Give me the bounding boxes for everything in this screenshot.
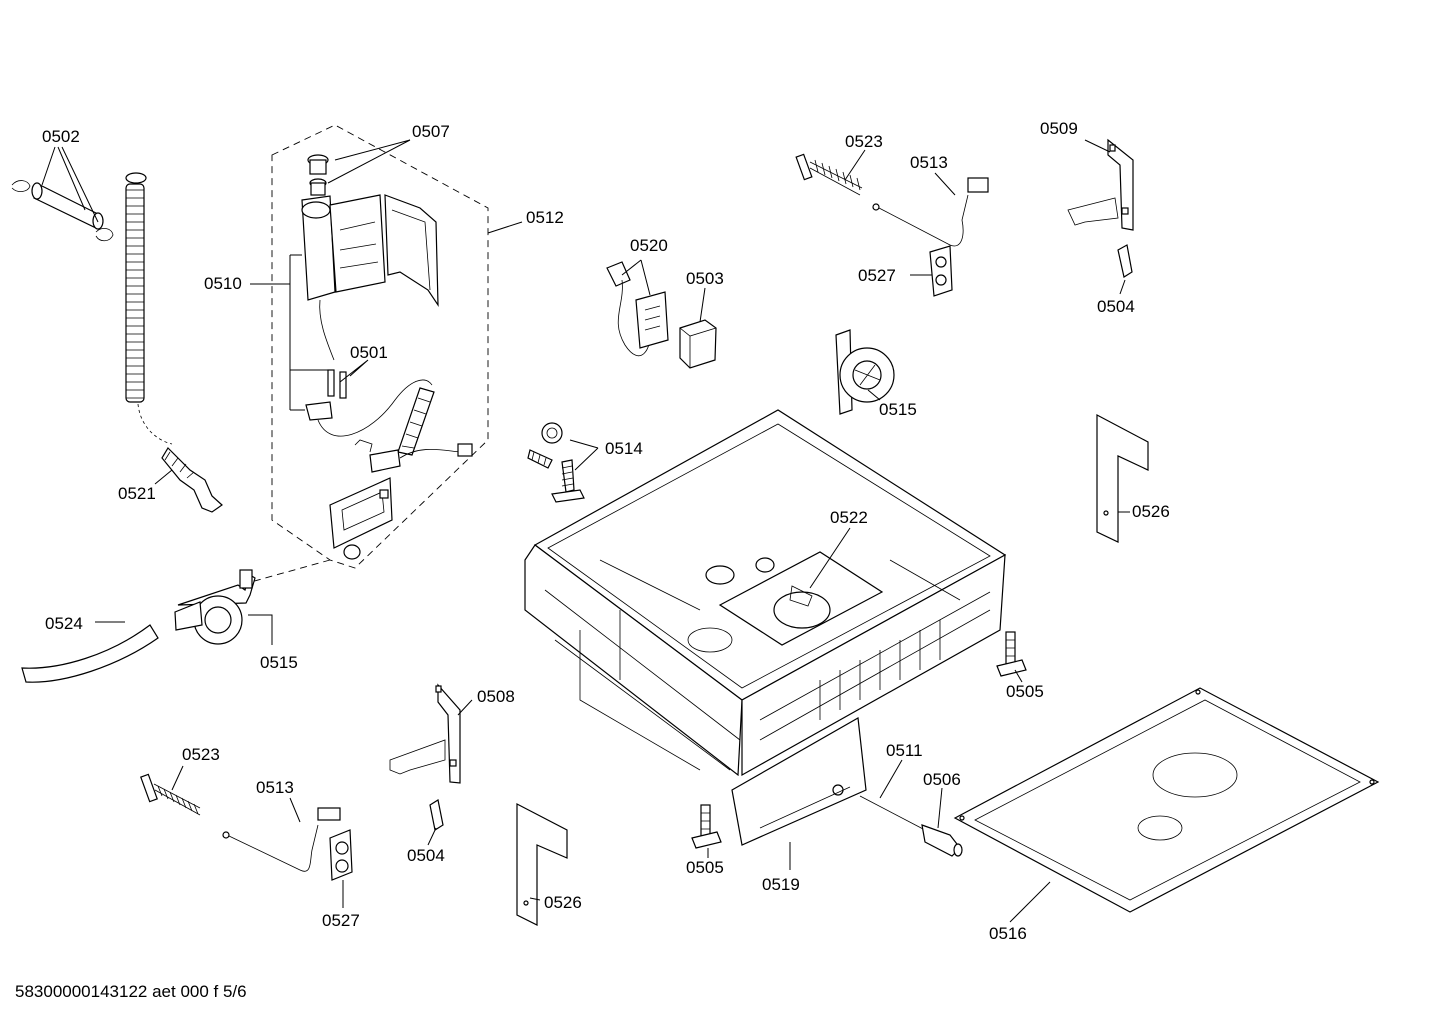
label-0521: 0521 xyxy=(118,484,156,503)
part-0503-connector xyxy=(679,319,717,369)
part-0505-foot-left xyxy=(691,804,722,849)
label-0523-lower: 0523 xyxy=(182,745,220,764)
part-0504-clip-lower xyxy=(429,799,444,831)
label-0504-upper: 0504 xyxy=(1097,297,1135,316)
connection-lines xyxy=(239,559,331,586)
part-0505-foot-right xyxy=(996,631,1027,677)
label-0526-upper: 0526 xyxy=(1132,502,1170,521)
part-0527-holder-upper xyxy=(929,245,953,297)
label-0509: 0509 xyxy=(1040,119,1078,138)
part-0520-cable-with-plug xyxy=(606,261,669,357)
part-0526-angle-bracket-lower xyxy=(516,803,568,926)
label-0527-upper: 0527 xyxy=(858,266,896,285)
label-0506: 0506 xyxy=(923,770,961,789)
drawing-reference-footer: 58300000143122 aet 000 f 5/6 xyxy=(15,982,247,1001)
part-0504-clip-upper xyxy=(1117,244,1133,278)
part-softener-bracket xyxy=(329,477,393,560)
label-0519: 0519 xyxy=(762,875,800,894)
label-0507: 0507 xyxy=(412,122,450,141)
part-0521-corrugated-hose xyxy=(125,172,223,513)
part-0511-cable xyxy=(859,795,926,831)
part-0523-spring-upper xyxy=(795,153,863,196)
label-0527-lower: 0527 xyxy=(322,911,360,930)
part-0513-cable-upper xyxy=(872,177,989,247)
label-0515-left: 0515 xyxy=(260,653,298,672)
label-0516: 0516 xyxy=(989,924,1027,943)
label-0526-lower: 0526 xyxy=(544,893,582,912)
part-0527-holder-lower xyxy=(329,829,353,881)
label-0504-lower: 0504 xyxy=(407,846,445,865)
part-0516-base-plate xyxy=(953,687,1380,913)
part-0519-kick-plate xyxy=(731,717,867,846)
label-0513-lower: 0513 xyxy=(256,778,294,797)
label-0503: 0503 xyxy=(686,269,724,288)
callout-labels: 0502 0507 0512 0510 0501 0521 0524 0515 … xyxy=(42,119,1170,943)
leader-lines xyxy=(41,139,1130,923)
label-0524: 0524 xyxy=(45,614,83,633)
part-0524-hose xyxy=(21,624,159,683)
part-0502-hose-with-clamps xyxy=(11,180,114,242)
label-0501: 0501 xyxy=(350,343,388,362)
part-0515-drain-pump-left xyxy=(174,569,256,645)
label-0505-right: 0505 xyxy=(1006,682,1044,701)
label-0513-upper: 0513 xyxy=(910,153,948,172)
label-0515-right: 0515 xyxy=(879,400,917,419)
label-0510: 0510 xyxy=(204,274,242,293)
label-0523-upper: 0523 xyxy=(845,132,883,151)
part-softener-hose xyxy=(317,379,473,473)
label-0512: 0512 xyxy=(526,208,564,227)
part-0513-cable-lower xyxy=(222,807,341,872)
part-0506-sensor xyxy=(921,824,963,857)
part-0526-angle-bracket-upper xyxy=(1096,414,1149,543)
softener-group-boundary xyxy=(271,124,489,569)
part-0515-circulation-pump-right xyxy=(835,329,895,415)
part-0514-gear-and-screw xyxy=(527,422,585,503)
label-0514: 0514 xyxy=(605,439,643,458)
label-0502: 0502 xyxy=(42,127,80,146)
label-0520: 0520 xyxy=(630,236,668,255)
label-0508: 0508 xyxy=(477,687,515,706)
part-0510-water-softener xyxy=(301,154,439,421)
label-0505-left: 0505 xyxy=(686,858,724,877)
part-0522-base-tub xyxy=(524,409,1007,777)
part-0508-bracket xyxy=(389,683,461,784)
part-0523-spring-lower xyxy=(140,773,201,816)
label-0511: 0511 xyxy=(886,741,923,760)
label-0522: 0522 xyxy=(830,508,868,527)
part-0509-bracket xyxy=(1067,138,1134,231)
